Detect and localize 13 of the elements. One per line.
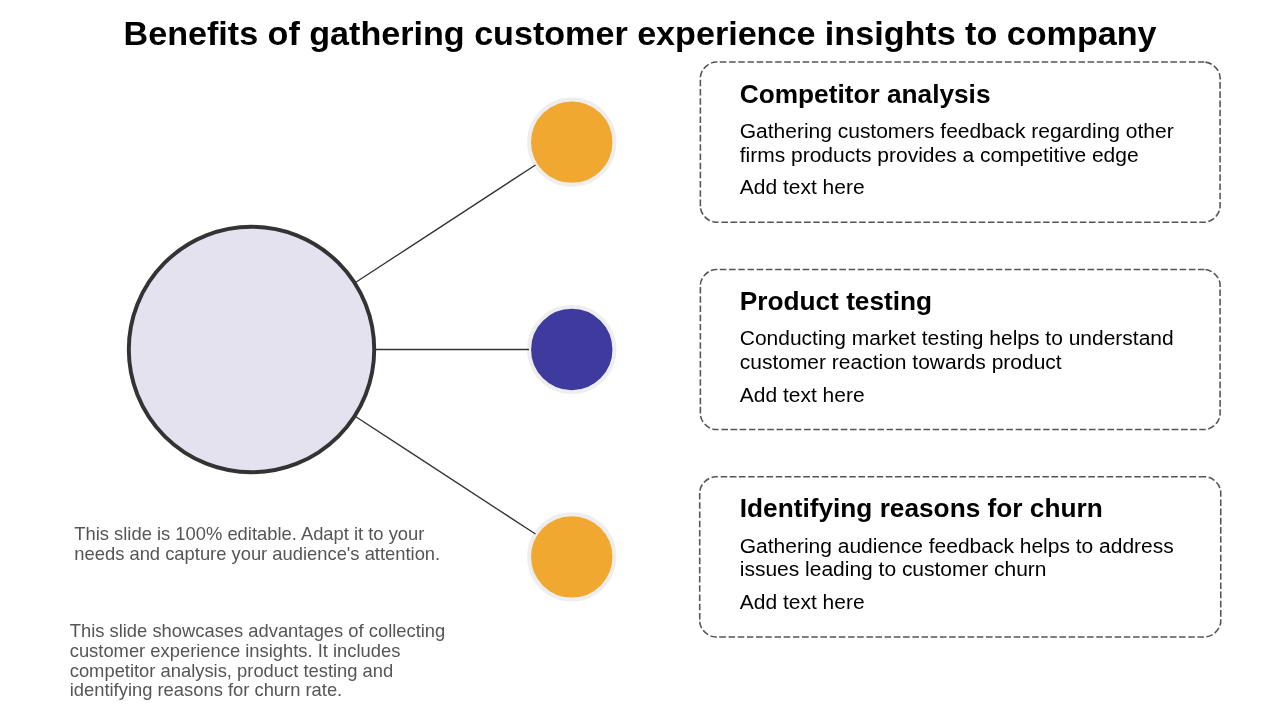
connector — [354, 415, 537, 535]
node-box: Product testing Conducting market testing helps to understand customer reaction towards product Add text here — [699, 268, 1221, 431]
node-circle — [527, 97, 617, 187]
node-box: Competitor analysis Gathering customers feedback regarding other firms products provides a competitive edge Add text here — [699, 61, 1221, 223]
node-circle — [527, 512, 617, 602]
node-circle — [126, 224, 377, 475]
label: This slide is 100% editable. Adapt it to your needs and capture your audience's attention. — [74, 523, 441, 564]
connector — [354, 164, 537, 284]
node-circle — [527, 304, 617, 395]
diagram-title: Benefits of gathering customer experience insights to company — [123, 13, 1157, 52]
label: This slide showcases advantages of collecting customer experience insights. It includes competitor analysis, product testing and identifying reasons for churn rate. — [69, 620, 446, 701]
connector — [373, 348, 530, 351]
node-box: Identifying reasons for churn Gathering audience feedback helps to address issues leading to customer churn Add text here — [698, 476, 1222, 638]
